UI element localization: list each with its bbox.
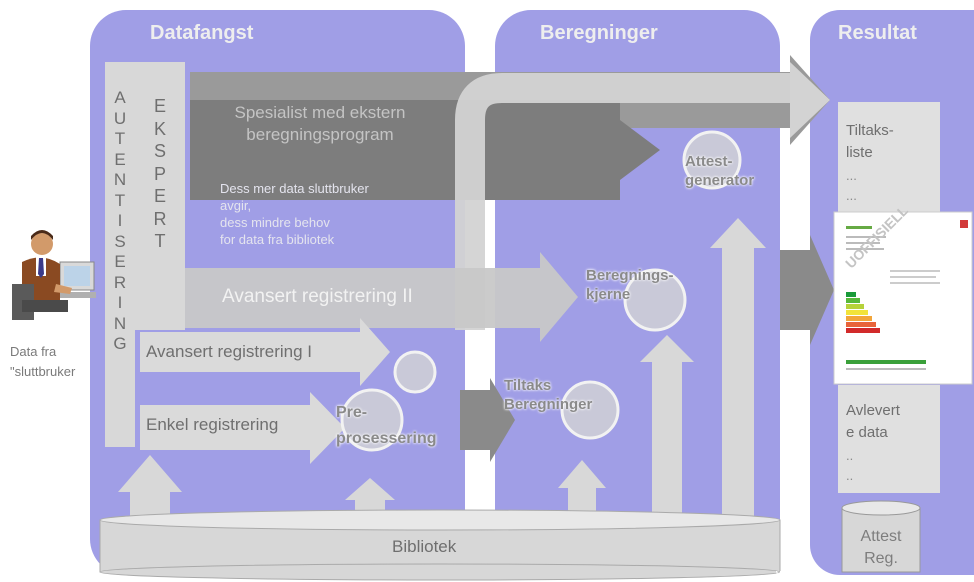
auth-letter: G (113, 334, 127, 353)
tiltaksliste-label: Tiltaks- liste (846, 122, 894, 161)
enkel-arrow (140, 392, 345, 464)
tiltak-label: Tiltaks Beregninger (504, 377, 593, 413)
auth-letter: T (114, 190, 126, 210)
user-label: Data fra "sluttbruker (10, 344, 76, 379)
avansert1-arrow (140, 318, 390, 386)
ekspert-letter: K (153, 118, 166, 139)
ekspert-letter: E (153, 96, 166, 116)
kjerne-label: Beregnings- kjerne (586, 267, 674, 303)
footer-fragment: ware (776, 566, 805, 581)
autentisering-column (105, 62, 135, 447)
beregninger-title: Beregninger (540, 22, 658, 44)
note-line: Dess mer data sluttbruker (220, 181, 369, 196)
up-arrow-4 (640, 335, 694, 520)
avansert2-arrow (185, 252, 578, 342)
ekspert-letters: E K S P E R T (135, 95, 185, 253)
up-arrow-1 (118, 455, 182, 520)
auth-letter: T (114, 129, 126, 148)
tiltaksliste-dots: ... ... (846, 168, 857, 203)
ekspert-letter: E (153, 186, 166, 206)
enkel-label: Enkel registrering (146, 415, 279, 434)
up-arrow-2 (345, 478, 395, 520)
specialist-band-arrow (190, 100, 660, 200)
ekspert-letter: P (153, 163, 166, 184)
tiltaksliste-box (838, 102, 940, 214)
user-figure (8, 222, 104, 332)
up-arrow-3 (558, 460, 606, 520)
auth-letter: I (117, 293, 123, 312)
pre-to-tiltak-arrow (460, 378, 515, 462)
gear-tiltak-icon (560, 380, 620, 440)
avlevert-box (838, 385, 940, 493)
note-text: Dess mer data sluttbruker avgir, dess mi… (220, 180, 369, 248)
note-line: for data fra bibliotek (220, 232, 335, 247)
auth-letter: E (114, 149, 126, 169)
auth-letter: E (114, 252, 126, 271)
bibliotek-bottom (99, 563, 781, 581)
avansert1-label: Avansert registrering I (146, 342, 312, 361)
ekspert-letter: T (154, 231, 166, 251)
avansert2-label: Avansert registrering II (222, 286, 413, 307)
auth-letter: R (113, 272, 127, 292)
attest-reg-body (841, 507, 921, 573)
bibliotek-label: Bibliotek (392, 537, 457, 556)
person-at-computer-icon (12, 230, 96, 320)
curved-flow-head (790, 62, 830, 138)
note-line: avgir, (220, 198, 252, 213)
gear-pre-icon (340, 350, 437, 452)
up-arrow-5 (710, 218, 766, 520)
autentisering-letters: A U T E N T I S E R I N G (105, 88, 135, 355)
ekspert-column (135, 62, 185, 330)
avlevert-label: Avlevert e data (846, 402, 900, 441)
attest-reg-top (841, 500, 921, 516)
curved-flow-arrow (455, 73, 790, 330)
datafangst-title: Datafangst (150, 22, 254, 44)
auth-letter: A (114, 88, 126, 107)
gear-kjerne-icon (623, 268, 687, 332)
auth-letter: I (117, 211, 123, 230)
auth-letter: N (113, 313, 127, 333)
ekspert-letter: R (153, 208, 167, 229)
resultat-title: Resultat (838, 22, 917, 44)
auth-letter: U (113, 108, 127, 128)
pre-label: Pre- prosessering (336, 404, 437, 447)
attest-label: Attest- generator (685, 153, 755, 189)
note-line: dess mindre behov (220, 215, 330, 230)
avlevert-dots: .. .. (846, 448, 854, 483)
spesialist-label: Spesialist med ekstern beregningsprogram (234, 103, 406, 144)
energy-certificate (833, 211, 973, 385)
bibliotek-top (99, 509, 781, 531)
result-dark-arrow (780, 235, 834, 345)
attest-reg-label: Attest Reg. (860, 528, 902, 567)
auth-letter: S (114, 231, 126, 251)
gear-attest-icon (682, 130, 742, 190)
ekspert-letter: S (153, 141, 166, 161)
auth-letter: N (113, 170, 127, 189)
